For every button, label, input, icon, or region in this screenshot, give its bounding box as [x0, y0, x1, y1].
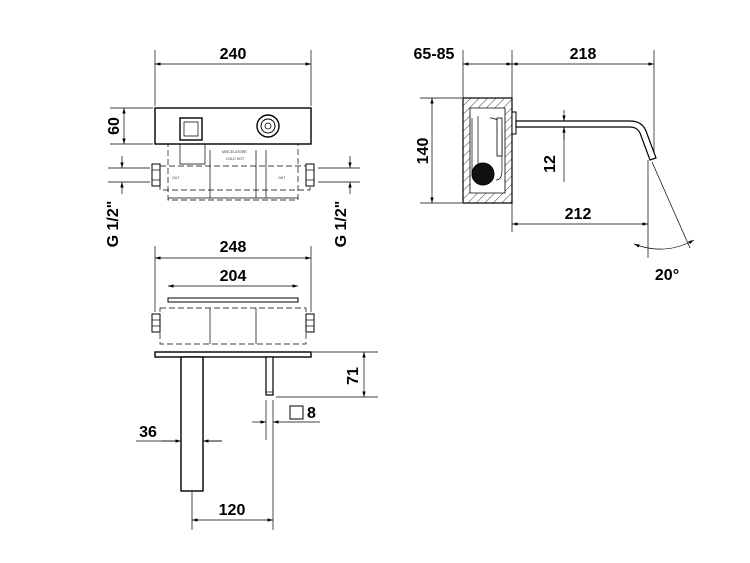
dim-handle-8: 8 — [307, 405, 316, 422]
side-view: 65-85 218 140 12 212 — [414, 46, 695, 284]
dim-wall-65-85: 65-85 — [414, 46, 455, 63]
dim-outer-width-248: 248 — [220, 239, 247, 256]
svg-text:COLD HOT: COLD HOT — [226, 157, 245, 161]
lever-handle — [179, 117, 203, 141]
dim-outlet-212: 212 — [565, 206, 592, 223]
front-view: 248 204 71 — [136, 239, 378, 530]
square-symbol — [289, 405, 304, 420]
dim-inlet-right: G 1/2" — [333, 201, 350, 248]
dim-inner-width-204: 204 — [220, 268, 247, 285]
dim-width-240: 240 — [220, 46, 247, 63]
valve-body — [167, 143, 299, 201]
dim-pipe-12: 12 — [542, 155, 559, 173]
control-plate — [154, 107, 312, 145]
thermostat-knob — [256, 114, 280, 138]
spout-side — [515, 120, 657, 161]
front-inlet-right — [305, 313, 315, 333]
dim-height-140: 140 — [415, 138, 432, 165]
svg-text:OUT: OUT — [172, 176, 180, 180]
dim-reach-218: 218 — [570, 46, 597, 63]
inlet-left — [151, 163, 161, 187]
dim-offset-120: 120 — [219, 502, 246, 519]
dim-plate-71: 71 — [345, 367, 362, 385]
wall-box — [462, 97, 513, 204]
dim-inlet-left: G 1/2" — [105, 201, 122, 248]
svg-text:OUT: OUT — [278, 176, 286, 180]
dim-height-60: 60 — [106, 117, 123, 135]
svg-text:MISCELATORE: MISCELATORE — [222, 150, 247, 154]
top-view: 240 60 MISCELATORE COLD HOT OUT OUT — [105, 46, 360, 247]
front-plate — [154, 351, 312, 358]
spout — [180, 356, 204, 492]
dim-angle-20: 20° — [655, 267, 679, 284]
front-inlet-left — [151, 313, 161, 333]
inlet-right — [305, 163, 315, 187]
handle-rod — [265, 356, 274, 396]
cartridge — [471, 162, 495, 186]
dim-spout-36: 36 — [139, 424, 157, 441]
